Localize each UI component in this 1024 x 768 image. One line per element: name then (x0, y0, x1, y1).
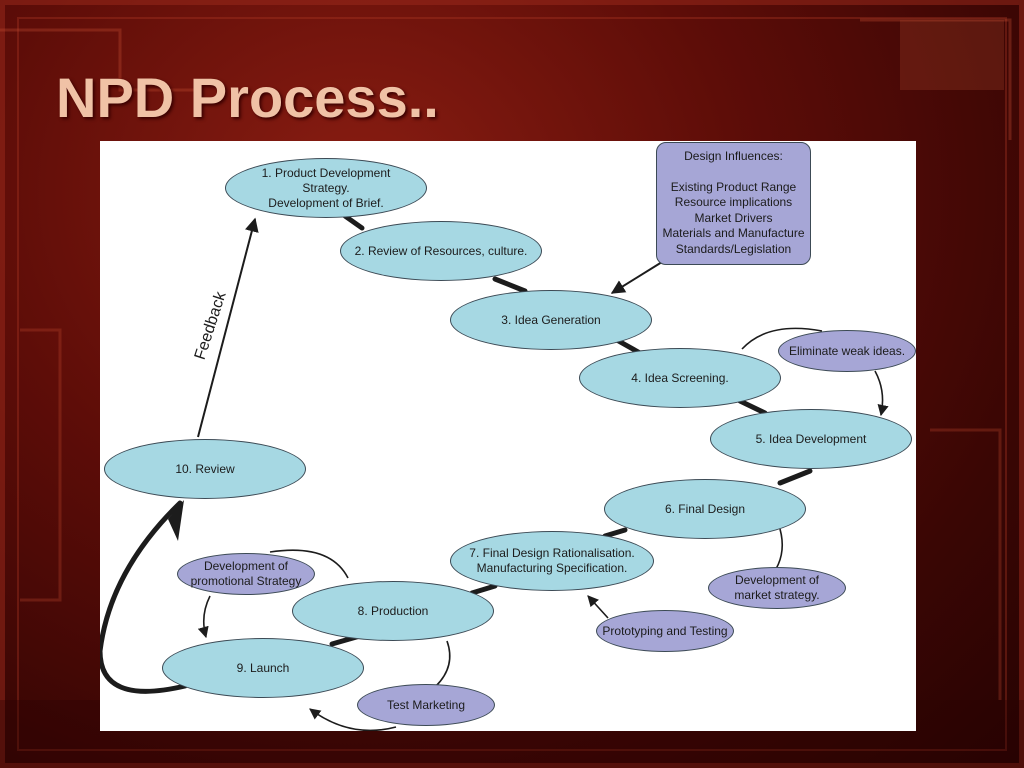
design-influences-heading: Design Influences: (684, 149, 783, 163)
feedback-arrow (197, 217, 259, 438)
stage-10-review: 10. Review (104, 439, 306, 499)
aside-test-marketing: Test Marketing (357, 684, 495, 726)
influence-item: Resource implications (674, 195, 793, 209)
design-influences-box: Design Influences: Existing Product Rang… (656, 142, 811, 265)
aside-market-strategy: Development of market strategy. (708, 567, 846, 609)
review-arrowhead (168, 500, 184, 541)
influence-item: Standards/Legislation (675, 241, 792, 256)
aside-promotional-strategy: Development of promotional Strategy (177, 553, 315, 595)
stage-4-idea-screening: 4. Idea Screening. (579, 348, 781, 408)
connector-9-10 (100, 500, 188, 694)
eliminate-loop-arrow (874, 370, 889, 417)
eliminate-loop-top (741, 327, 823, 350)
promo-loop-arrow (197, 595, 211, 639)
prototyping-arrow (587, 595, 609, 619)
influence-item: Existing Product Range (670, 179, 797, 194)
influences-arrow (610, 261, 663, 294)
stage-5-idea-development: 5. Idea Development (710, 409, 912, 469)
stage-1-product-development-strategy: 1. Product Development Strategy. Develop… (225, 158, 427, 218)
market-loop (775, 528, 784, 570)
aside-prototyping-and-testing: Prototyping and Testing (596, 610, 734, 652)
stage-8-production: 8. Production (292, 581, 494, 641)
connector-1-2 (342, 213, 365, 231)
influence-item: Materials and Manufacture (662, 226, 805, 240)
connector-5-6 (777, 468, 813, 486)
npd-process-diagram: Feedback Design Influences: Existing Pro… (100, 141, 916, 731)
stage-9-launch: 9. Launch (162, 638, 364, 698)
test-loop-top (435, 640, 451, 687)
connector-4-5 (737, 398, 768, 416)
connector-7-8 (469, 583, 498, 596)
stage-3-idea-generation: 3. Idea Generation (450, 290, 652, 350)
influence-item: Market Drivers (694, 210, 773, 225)
slide-title: NPD Process.. (56, 66, 439, 129)
promo-loop-top (269, 549, 349, 579)
aside-eliminate-weak-ideas: Eliminate weak ideas. (778, 330, 916, 372)
connector-2-3 (492, 276, 528, 294)
stage-6-final-design: 6. Final Design (604, 479, 806, 539)
stage-7-final-design-rationalisation: 7. Final Design Rationalisation. Manufac… (450, 531, 654, 591)
test-loop-arrow (309, 708, 397, 731)
stage-2-review-of-resources: 2. Review of Resources, culture. (340, 221, 542, 281)
